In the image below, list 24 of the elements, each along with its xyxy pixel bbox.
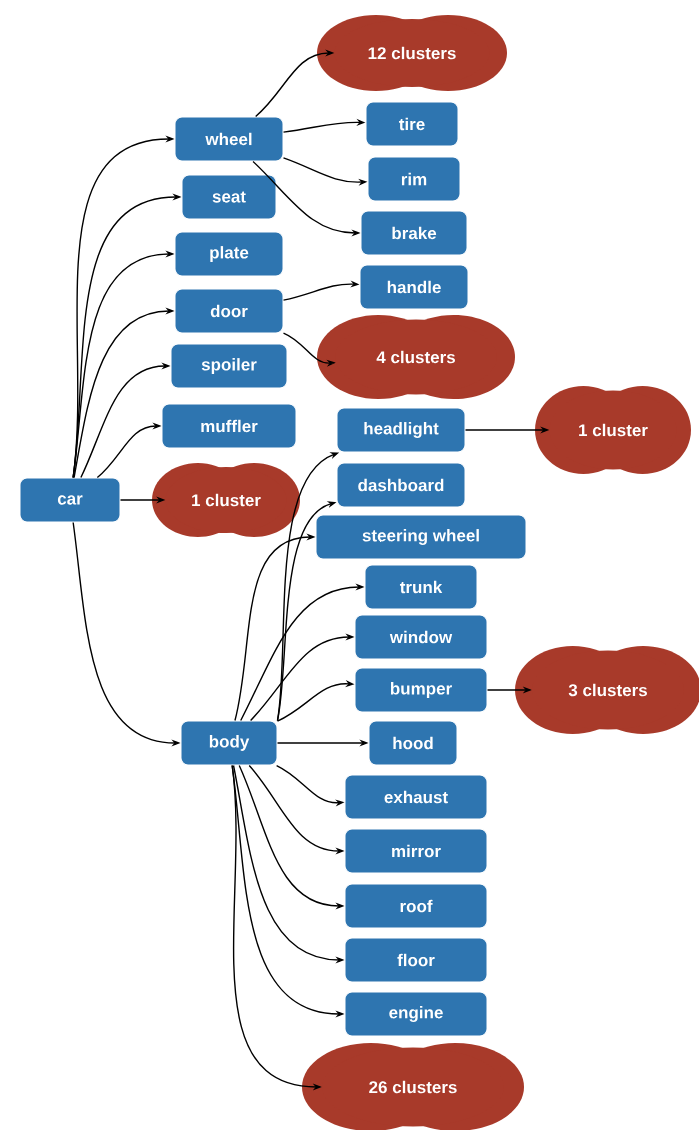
label-box: handle	[359, 264, 469, 310]
label-box: steering wheel	[315, 514, 527, 560]
label-box: spoiler	[170, 343, 288, 389]
label-box: muffler	[161, 403, 297, 449]
label-box: exhaust	[344, 774, 488, 820]
label-box: seat	[181, 174, 277, 220]
label-box: floor	[344, 937, 488, 983]
label-box: trunk	[364, 564, 478, 610]
label-box: dashboard	[336, 462, 466, 508]
label-box: body	[180, 720, 278, 766]
label-box: rim	[367, 156, 461, 202]
label-box: tire	[365, 101, 459, 147]
label-box: mirror	[344, 828, 488, 874]
label-box: hood	[368, 720, 458, 766]
label-box: window	[354, 614, 488, 660]
label-box: headlight	[336, 407, 466, 453]
label-box: engine	[344, 991, 488, 1037]
label-box: bumper	[354, 667, 488, 713]
label-box: plate	[174, 231, 284, 277]
label-box: brake	[360, 210, 468, 256]
label-box: roof	[344, 883, 488, 929]
label-box: car	[19, 477, 121, 523]
label-box: door	[174, 288, 284, 334]
label-box: wheel	[174, 116, 284, 162]
